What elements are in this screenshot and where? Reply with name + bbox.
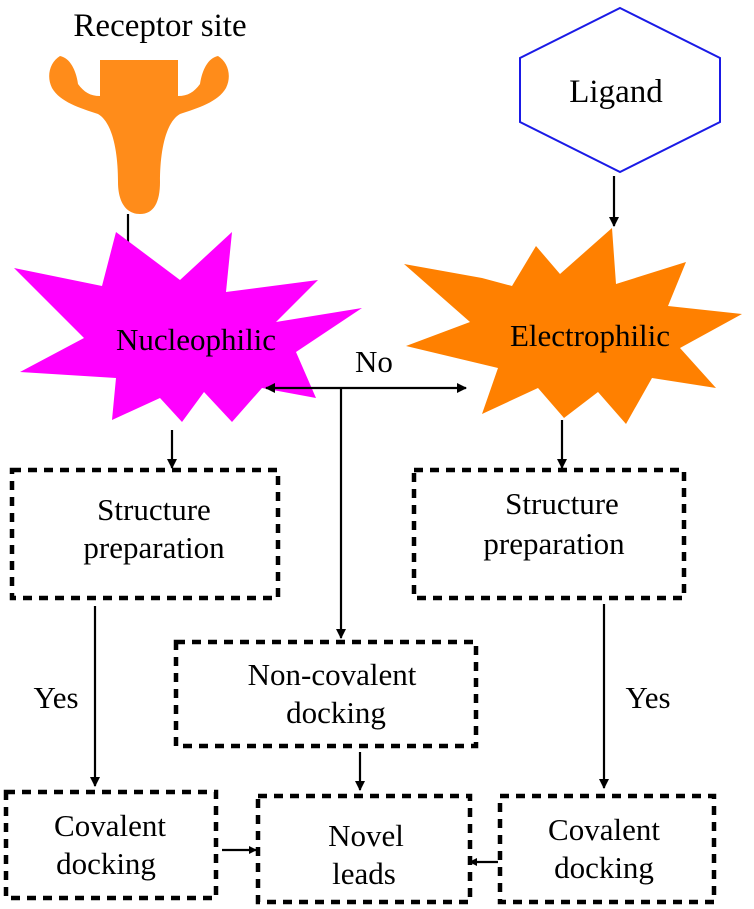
structure-prep-right-box — [411, 467, 687, 601]
electrophilic-star — [404, 228, 742, 424]
covalent-left-line2: docking — [56, 846, 156, 881]
covalent-left-box — [3, 789, 219, 901]
ligand-hexagon — [519, 6, 721, 174]
structure-prep-right-line2: preparation — [483, 526, 625, 561]
structure-prep-right-line1: Structure — [505, 486, 619, 521]
covalent-right-line2: docking — [554, 850, 654, 885]
covalent-right-line1: Covalent — [548, 812, 660, 847]
covalent-left-line1: Covalent — [54, 808, 166, 843]
ligand-label: Ligand — [569, 74, 663, 110]
novel-leads-box — [255, 793, 473, 905]
noncovalent-line1: Non-covalent — [248, 657, 417, 692]
noncovalent-line2: docking — [286, 695, 386, 730]
novel-leads-line1: Novel — [328, 818, 404, 853]
structure-prep-left-box — [9, 467, 281, 601]
structure-prep-left-line1: Structure — [97, 492, 211, 527]
nucleophilic-star — [14, 232, 362, 422]
nucleophilic-label: Nucleophilic — [116, 322, 276, 357]
receptor-label: Receptor site — [73, 8, 246, 44]
yes-left-label: Yes — [33, 680, 78, 715]
no-label: No — [355, 344, 393, 379]
structure-prep-left-line2: preparation — [83, 530, 225, 565]
covalent-right-box — [497, 793, 717, 905]
yes-right-label: Yes — [625, 680, 670, 715]
receptor-shape — [49, 56, 229, 214]
electrophilic-label: Electrophilic — [510, 318, 670, 353]
novel-leads-line2: leads — [332, 856, 396, 891]
noncovalent-box — [173, 639, 479, 749]
